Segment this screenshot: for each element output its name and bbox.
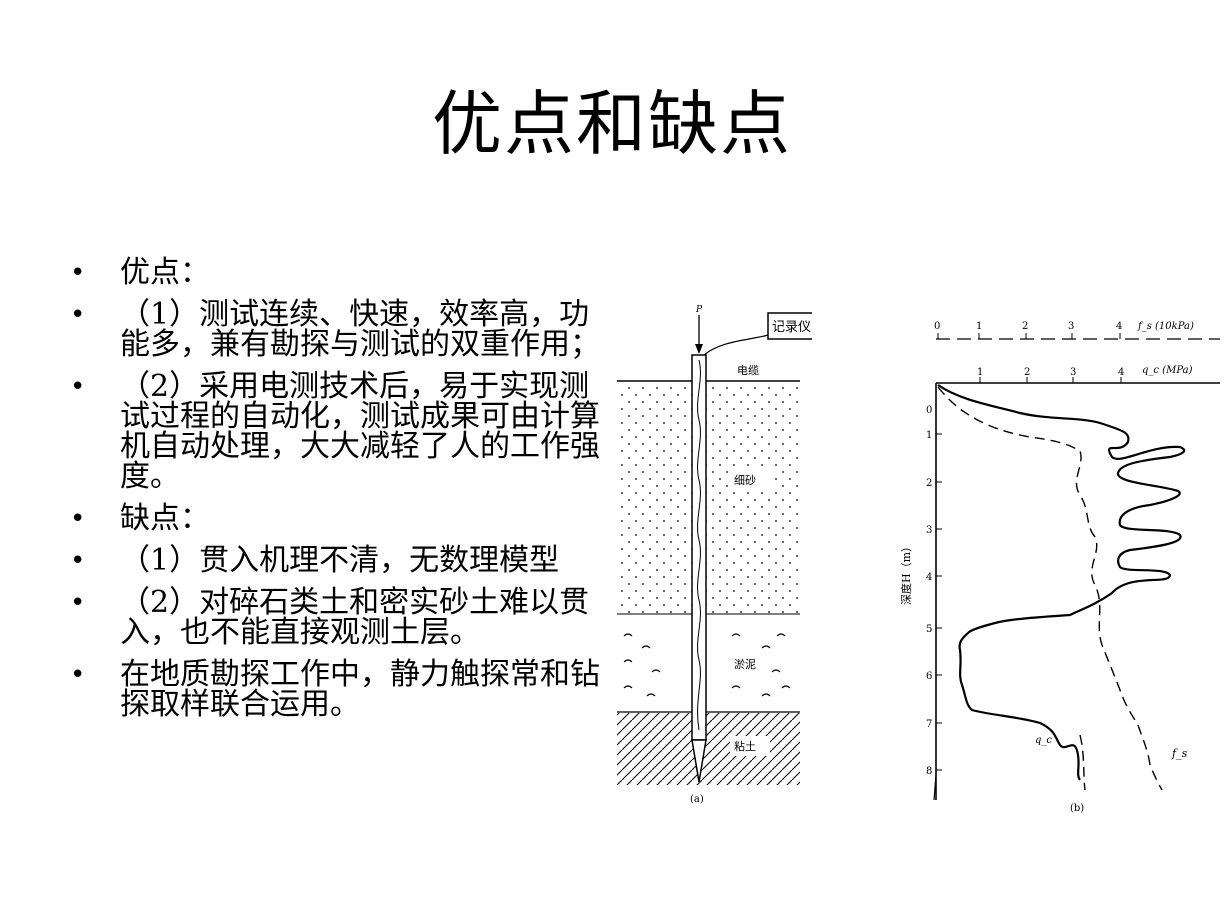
bullet-item: • （1）测试连续、快速，效率高，功能多，兼有勘探与测试的双重作用； xyxy=(70,300,615,360)
figure-a-caption: (a) xyxy=(690,794,704,805)
bullet-item: • 优点： xyxy=(70,255,615,290)
depth-tick: 5 xyxy=(926,624,932,635)
depth-tick: 7 xyxy=(926,719,932,730)
layer-label-sand: 细砂 xyxy=(734,474,756,487)
bullet-item: • 缺点： xyxy=(70,501,615,536)
qc-tick: 0 xyxy=(926,405,932,416)
fs-curve-label: f_s xyxy=(1171,747,1188,760)
fine-sand-layer xyxy=(617,382,800,614)
figure-b-curves: 0 1 2 3 4 f_s (10kPa) 0 1 2 3 4 q_c (MPa… xyxy=(880,305,1224,825)
depth-tick: 4 xyxy=(926,572,932,583)
depth-tick: 8 xyxy=(926,766,932,777)
silt-layer xyxy=(623,633,791,697)
bullet-text: （2）采用电测技术后，易于实现测试过程的自动化，测试成果可由计算机自动处理，大大… xyxy=(120,369,600,494)
fs-curve xyxy=(937,386,1163,791)
qc-tick: 2 xyxy=(1024,367,1030,378)
figure-b-caption: (b) xyxy=(1070,803,1084,814)
bullet-dot-icon: • xyxy=(70,504,86,534)
bullet-text: （1）测试连续、快速，效率高，功能多，兼有勘探与测试的双重作用； xyxy=(120,297,600,362)
bullet-item: • （2）采用电测技术后，易于实现测试过程的自动化，测试成果可由计算机自动处理，大… xyxy=(70,372,615,492)
fs-tick: 3 xyxy=(1068,321,1074,332)
fs-tick: 1 xyxy=(976,321,982,332)
load-label: P xyxy=(695,305,703,315)
fs-tick: 2 xyxy=(1022,321,1028,332)
bullet-item: • （1）贯入机理不清，无数理模型 xyxy=(70,543,615,578)
bullet-text: （2）对碎石类土和密实砂土难以贯入，也不能直接观测土层。 xyxy=(120,585,590,650)
qc-axis-label: q_c (MPa) xyxy=(1142,365,1193,376)
qc-curve xyxy=(937,384,1186,781)
bullet-item: • （2）对碎石类土和密实砂土难以贯入，也不能直接观测土层。 xyxy=(70,588,615,648)
depth-tick: 2 xyxy=(926,478,932,489)
bullet-dot-icon: • xyxy=(70,258,86,288)
depth-axis-ticks xyxy=(936,433,942,771)
bullet-text: 在地质勘探工作中，静力触探常和钻探取样联合运用。 xyxy=(120,657,600,722)
layer-label-silt: 淤泥 xyxy=(734,658,756,671)
qc-tick: 1 xyxy=(977,367,983,378)
bullet-dot-icon: • xyxy=(70,372,86,402)
bullet-dot-icon: • xyxy=(70,546,86,576)
qc-curve-label: q_c xyxy=(1035,735,1052,746)
depth-axis-label: 深度H（m） xyxy=(899,541,913,605)
bullet-dot-icon: • xyxy=(70,660,86,690)
bullet-dot-icon: • xyxy=(70,300,86,330)
bullet-list: • 优点： • （1）测试连续、快速，效率高，功能多，兼有勘探与测试的双重作用； •… xyxy=(70,258,615,732)
fs-axis-label: f_s (10kPa) xyxy=(1137,321,1194,332)
qc-axis-ticks xyxy=(979,377,1122,383)
figure-a-penetrometer: P 记录仪 电缆 细砂 淤泥 粘土 (a) xyxy=(612,300,815,810)
bullet-dot-icon: • xyxy=(70,588,86,618)
qc-tick: 3 xyxy=(1070,367,1076,378)
bullet-text: 优点： xyxy=(120,255,210,290)
bullet-item: • 在地质勘探工作中，静力触探常和钻探取样联合运用。 xyxy=(70,660,615,720)
slide-title: 优点和缺点 xyxy=(432,83,792,165)
clay-layer xyxy=(617,713,800,785)
bullet-text: 缺点： xyxy=(120,501,210,536)
penetration-rod xyxy=(691,354,707,741)
qc-tick: 4 xyxy=(1118,367,1124,378)
recorder-label: 记录仪 xyxy=(772,320,811,335)
cable-line xyxy=(697,359,701,731)
fs-tick: 0 xyxy=(934,321,940,332)
depth-tick: 3 xyxy=(926,525,932,536)
fs-tick: 4 xyxy=(1116,321,1122,332)
depth-tick: 6 xyxy=(926,671,932,682)
fs-axis-ticks xyxy=(937,333,1121,339)
layer-label-clay: 粘土 xyxy=(734,739,756,753)
bullet-text: （1）贯入机理不清，无数理模型 xyxy=(120,543,560,578)
cable-label: 电缆 xyxy=(737,364,759,377)
depth-tick: 1 xyxy=(926,430,932,441)
